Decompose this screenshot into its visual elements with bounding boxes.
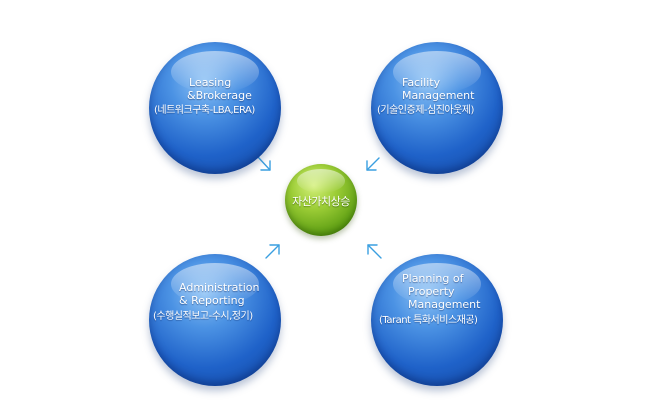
facility-title-line2: Management (402, 89, 475, 102)
leasing-title-line1: Leasing (189, 76, 232, 89)
arrow-leasing-to-center (257, 156, 271, 171)
administration-title-line1: Administration (179, 281, 260, 294)
arrow-planning-to-center (367, 244, 382, 259)
arrow-administration-to-center (265, 244, 280, 259)
facility-management-node: Facility Management (기술인증제-심진아웃제) (371, 42, 503, 174)
facility-title-line1: Facility (402, 76, 441, 89)
facility-subtitle: (기술인증제-심진아웃제) (377, 105, 474, 116)
planning-title-line1: Planning of (402, 272, 464, 285)
planning-property-management-node: Planning of Property Management (Tarant … (371, 254, 503, 386)
leasing-subtitle: (네트워크구축-LBA,ERA) (154, 105, 255, 116)
leasing-title-line2: &Brokerage (187, 89, 252, 102)
leasing-brokerage-node: Leasing &Brokerage (네트워크구축-LBA,ERA) (149, 42, 281, 174)
planning-subtitle: (Tarant 특화서비스재공) (379, 315, 478, 326)
administration-subtitle: (수행실적보고-수시,정기) (153, 311, 253, 322)
planning-title-line2: Property (408, 285, 455, 298)
center-label: 자산가치상승 (292, 195, 350, 208)
administration-title-line2: & Reporting (179, 294, 245, 307)
asset-value-increase-node: 자산가치상승 (285, 164, 357, 236)
planning-title-line3: Management (408, 298, 481, 311)
administration-reporting-node: Administration & Reporting (수행실적보고-수시,정기… (149, 254, 281, 386)
arrow-facility-to-center (366, 157, 380, 171)
